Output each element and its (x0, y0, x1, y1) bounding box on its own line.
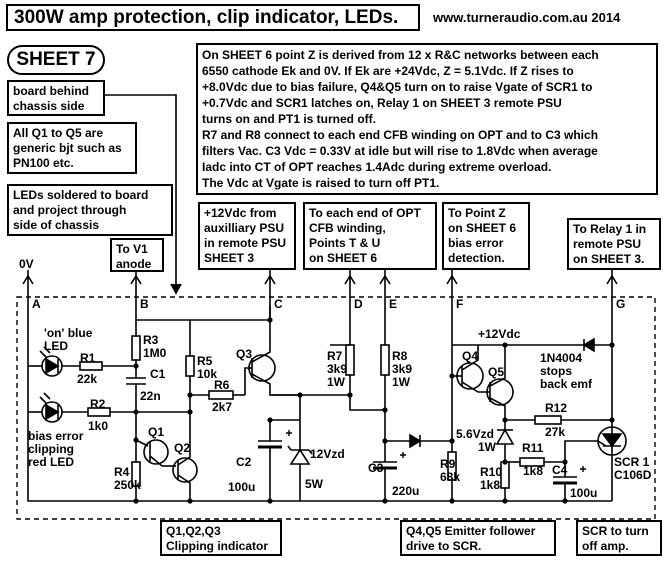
c4-value: 100u (570, 486, 598, 500)
c4-label: C4 (552, 463, 568, 477)
note-main: On SHEET 6 point Z is derived from 12 x … (196, 43, 658, 195)
q1-label: Q1 (148, 425, 165, 439)
c1-value: 22n (140, 389, 161, 403)
zener-56v-value: 1W (478, 440, 496, 454)
c1-label: C1 (150, 367, 166, 381)
q2-label: Q2 (174, 441, 191, 455)
r12-value: 27k (545, 425, 566, 439)
q3-label: Q3 (236, 347, 253, 361)
node-b: B (140, 297, 149, 311)
board-pointer (105, 94, 177, 291)
junction-dots (133, 317, 615, 504)
r6-value: 2k7 (212, 400, 233, 414)
node-e: E (389, 297, 398, 311)
sheet-badge: SHEET 7 (7, 45, 105, 75)
node-0v: 0V (19, 257, 34, 271)
zener-12v-label: 12Vzd (310, 447, 345, 461)
node-f: F (456, 297, 464, 311)
zero-volt-rail (27, 305, 612, 502)
c3-value: 220u (392, 484, 420, 498)
r1-value: 22k (77, 372, 98, 386)
zener-12v-value: 5W (305, 477, 323, 491)
input-arrows (22, 270, 618, 305)
r1-label: R1 (80, 351, 96, 365)
node-d: D (354, 297, 363, 311)
board-pointer-arrow (170, 283, 182, 295)
q4-label: Q4 (462, 349, 479, 363)
r11-label: R11 (522, 441, 544, 455)
c3-label: C3 (368, 461, 384, 475)
plus-12v-label: +12Vdc (478, 327, 521, 341)
r2-value: 1k0 (88, 419, 109, 433)
r2-label: R2 (90, 397, 106, 411)
wire-b-top (135, 305, 271, 321)
c2-value: 100u (228, 480, 256, 494)
node-g: G (616, 297, 626, 311)
q5-label: Q5 (488, 365, 505, 379)
node-c: C (274, 297, 283, 311)
board-outline (16, 296, 656, 520)
diagram-title: 300W amp protection, clip indicator, LED… (6, 4, 420, 31)
r11-value: 1k8 (523, 464, 544, 478)
c2-label: C2 (236, 455, 252, 469)
node-a: A (32, 297, 41, 311)
r6-label: R6 (214, 378, 230, 392)
r12-label: R12 (545, 401, 568, 415)
zener-56v-label: 5.6Vzd (456, 427, 495, 441)
website-label: www.turneraudio.com.au 2014 (433, 10, 621, 25)
